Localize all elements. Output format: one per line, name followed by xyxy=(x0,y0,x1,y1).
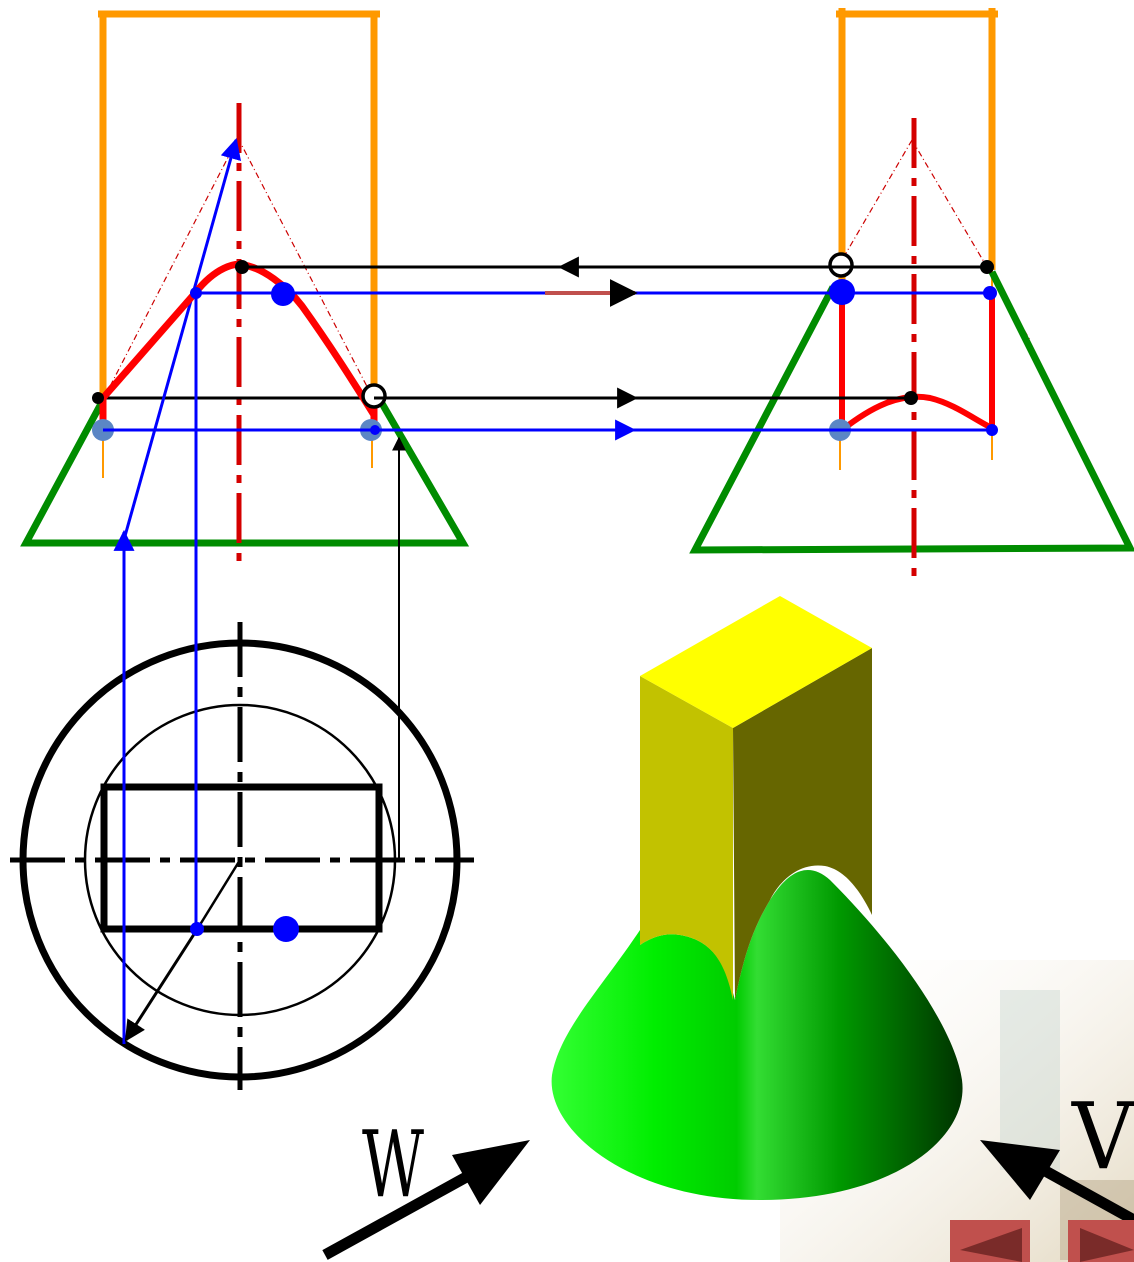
prism-outline-front xyxy=(98,10,380,400)
blue-construction-line xyxy=(123,137,242,537)
hidden-cone-lines-side xyxy=(841,139,1031,341)
hidden-cone-lines-front xyxy=(102,137,375,401)
point xyxy=(828,252,854,278)
prism-side-face xyxy=(733,648,872,1000)
front-view xyxy=(20,10,470,570)
transfer-lines xyxy=(103,256,992,441)
point xyxy=(273,916,299,942)
solid-model-3d xyxy=(551,596,963,1200)
side-view xyxy=(689,8,1134,580)
triangle-right-icon xyxy=(1080,1228,1134,1262)
triangle-left-icon xyxy=(960,1228,1022,1262)
radius-line xyxy=(196,859,242,929)
v-view-label: V xyxy=(1071,1083,1134,1190)
point xyxy=(190,922,204,936)
intersection-curve-side xyxy=(839,292,995,433)
w-view-label: W xyxy=(362,1111,424,1218)
next-button[interactable] xyxy=(1068,1220,1134,1262)
prism-top-face xyxy=(640,596,872,728)
previous-button[interactable] xyxy=(950,1220,1030,1262)
cone-outline-front xyxy=(20,398,470,547)
prism-outline-side xyxy=(836,8,998,290)
top-view xyxy=(10,296,474,1090)
v-view-arrow xyxy=(980,1140,1134,1225)
radius-line xyxy=(124,927,200,1042)
point xyxy=(361,383,387,409)
w-view-arrow xyxy=(322,1140,530,1260)
cone-body xyxy=(551,869,963,1200)
prism-front-face xyxy=(640,676,733,1000)
point xyxy=(92,392,104,404)
